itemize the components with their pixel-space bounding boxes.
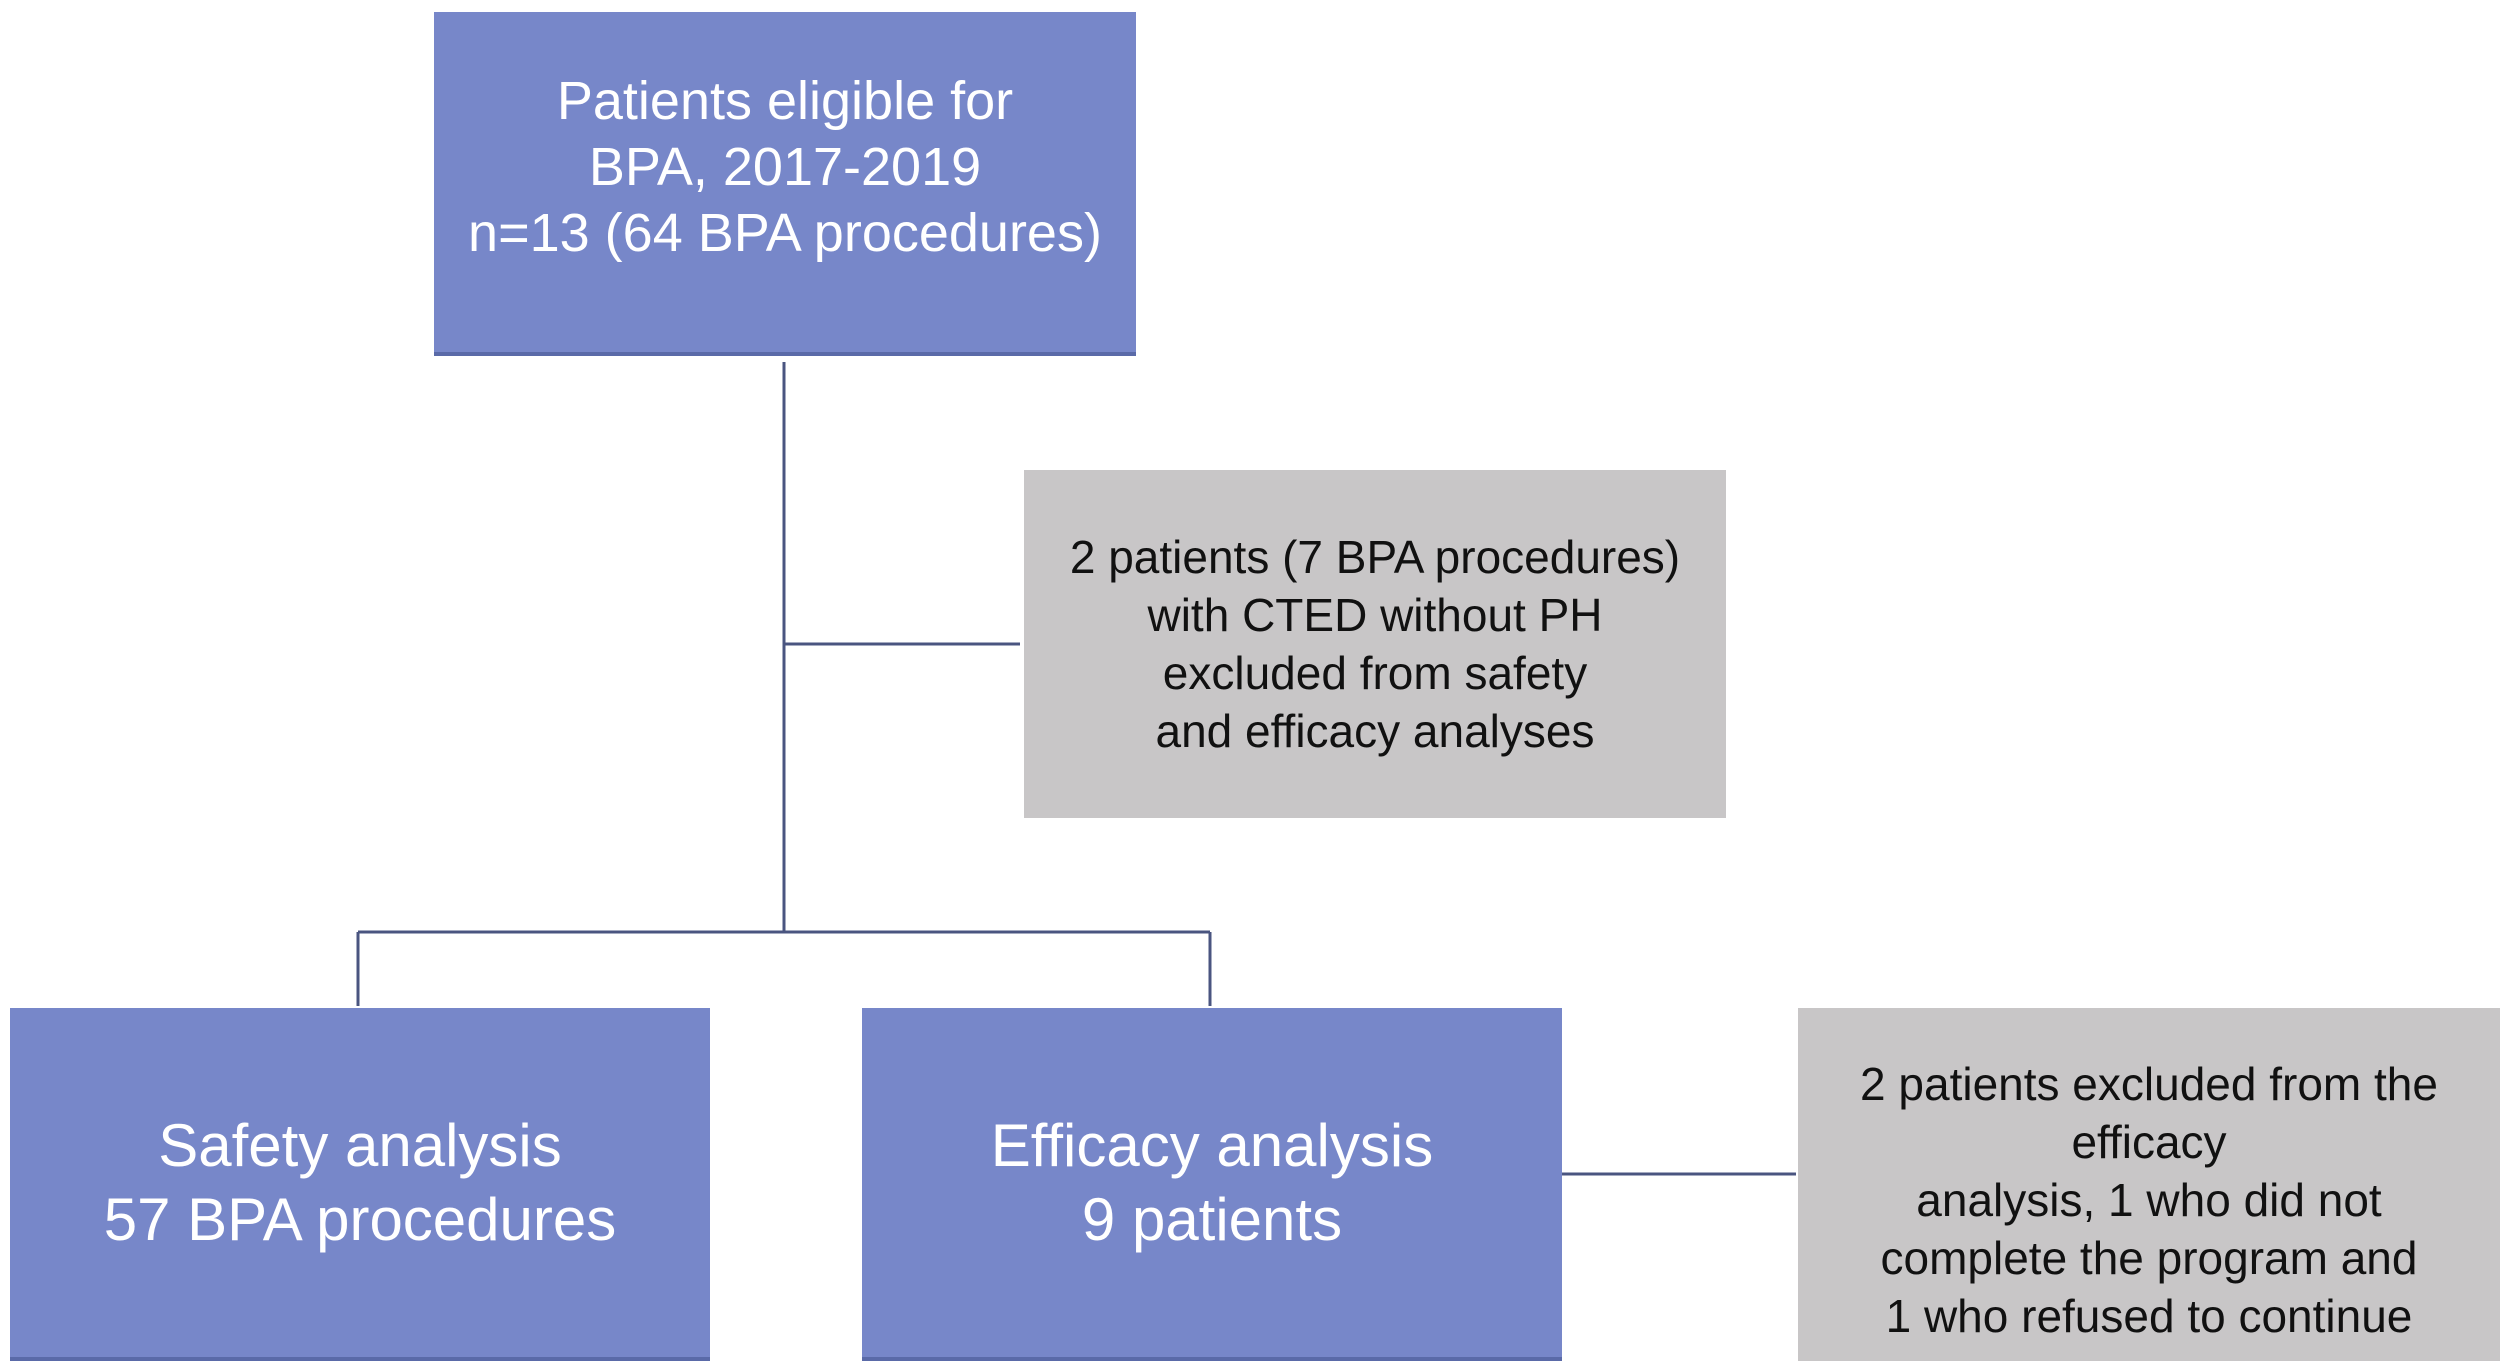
- excluded-cted-line-1: 2 patients (7 BPA procedures): [1069, 531, 1681, 583]
- efficacy-line-1: Efficacy analysis: [990, 1111, 1434, 1179]
- eligible-patients-box: Patients eligible for BPA, 2017-2019 n=1…: [434, 12, 1136, 356]
- excluded-cted-line-2: with CTED without PH: [1147, 589, 1603, 641]
- excluded-efficacy-line-1: 2 patients excluded from the: [1860, 1057, 2438, 1110]
- efficacy-analysis-box: Efficacy analysis 9 patients: [862, 1008, 1562, 1361]
- excluded-cted-line-3: excluded from safety: [1162, 647, 1588, 699]
- excluded-efficacy-line-2: efficacy: [2071, 1115, 2227, 1168]
- excluded-efficacy-box: 2 patients excluded from the efficacy an…: [1798, 1008, 2500, 1361]
- eligible-line-2: BPA, 2017-2019: [588, 137, 982, 197]
- excluded-efficacy-line-4: complete the program and: [1880, 1231, 2418, 1284]
- efficacy-line-2: 9 patients: [1081, 1185, 1343, 1253]
- eligible-line-3: n=13 (64 BPA procedures): [468, 203, 1102, 263]
- safety-line-2: 57 BPA procedures: [103, 1185, 617, 1253]
- excluded-efficacy-line-5: 1 who refused to continue: [1885, 1289, 2413, 1342]
- eligible-line-1: Patients eligible for: [556, 71, 1014, 131]
- excluded-cted-line-4: and efficacy analyses: [1155, 705, 1595, 757]
- excluded-efficacy-line-3: analysis, 1 who did not: [1916, 1173, 2382, 1226]
- safety-line-1: Safety analysis: [158, 1111, 562, 1179]
- excluded-cted-box: 2 patients (7 BPA procedures) with CTED …: [1024, 470, 1726, 818]
- safety-analysis-box: Safety analysis 57 BPA procedures: [10, 1008, 710, 1361]
